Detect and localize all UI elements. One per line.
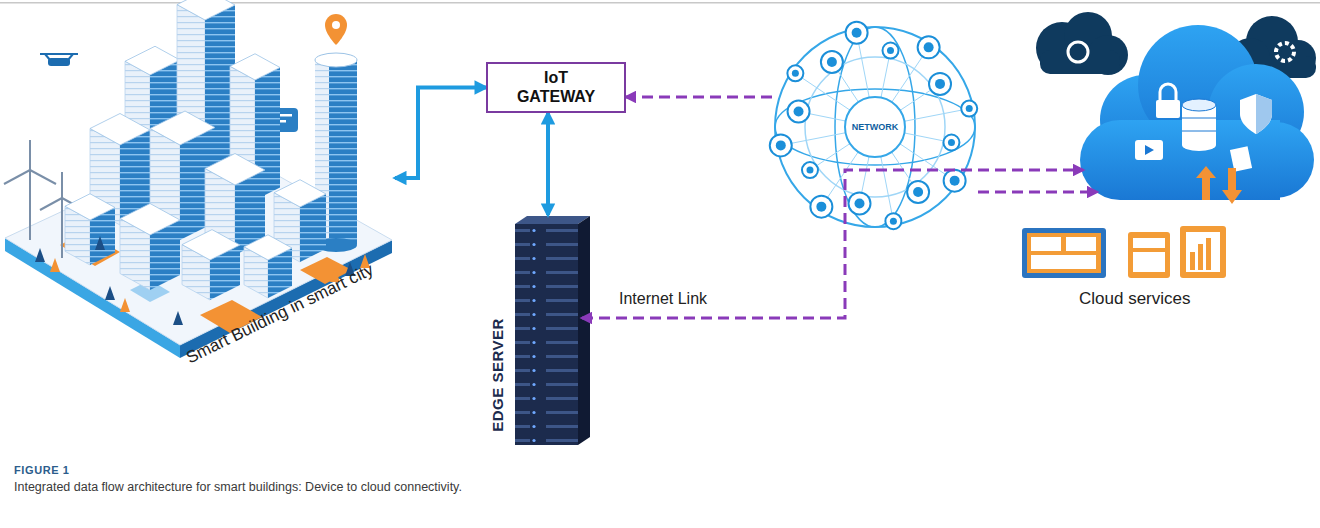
network-globe-illustration: [770, 22, 977, 229]
building-face: [35, 248, 45, 262]
node-label: Smart Building in smart city: [183, 260, 377, 368]
edge-label: Internet Link: [616, 290, 710, 308]
network-icon-dot: [852, 28, 862, 38]
building-face: [274, 180, 326, 207]
network-icon: [961, 101, 977, 117]
network-icon-dot: [966, 105, 973, 112]
network-icon: [882, 43, 898, 59]
city-illustration: [4, 0, 392, 358]
smart-building: Smart Building in smart city: [10, 40, 395, 400]
network-icon-dot: [935, 79, 945, 89]
node-label: Cloud services: [1079, 289, 1191, 309]
network-icon: [787, 65, 803, 81]
building-face: [230, 54, 280, 80]
building-face: [244, 235, 292, 260]
network-icon: [885, 213, 901, 229]
network-icon-dot: [924, 42, 934, 52]
network-icon-dot: [806, 167, 813, 174]
network-icon: [846, 22, 868, 44]
gateway-box: IoT GATEWAY: [486, 62, 626, 113]
network-icon-dot: [855, 198, 865, 208]
network-icon: [770, 134, 792, 156]
network-icon: [918, 36, 940, 58]
figure-number: FIGURE 1: [14, 464, 70, 476]
network-icon: [810, 196, 832, 218]
network-icon: [802, 162, 818, 178]
building-face: [50, 258, 60, 272]
building-face: [182, 230, 240, 260]
edge-server: EDGE SERVER: [482, 215, 582, 447]
building-face: [90, 114, 150, 146]
network-icon-dot: [776, 140, 786, 150]
network-icon-dot: [816, 202, 826, 212]
data-arrow: [395, 88, 486, 179]
building-face: [95, 236, 105, 250]
building-face: [125, 46, 180, 75]
building-face: [177, 0, 235, 20]
building-face: [120, 298, 130, 312]
building-face: [173, 311, 183, 325]
network-icon-dot: [887, 47, 894, 54]
network-icon: [821, 51, 843, 73]
cloud-illustration: [1022, 12, 1316, 278]
network-icon-dot: [827, 57, 837, 67]
server-illustration: [515, 216, 590, 445]
dashed-link: [626, 96, 772, 99]
node-label: NETWORK: [852, 122, 899, 132]
network-icon: [849, 192, 871, 214]
building-face: [150, 111, 215, 145]
network-icon-dot: [890, 218, 897, 225]
network-icon: [943, 134, 959, 150]
figure-caption: Integrated data flow architecture for sm…: [14, 480, 1304, 494]
network-icon: [929, 73, 951, 95]
network-globe: NETWORK: [772, 22, 978, 232]
gateway-label: IoT GATEWAY: [510, 69, 602, 106]
data-arrow: [546, 113, 550, 215]
node-label: EDGE SERVER: [489, 318, 506, 432]
cloud-services: Cloud services: [1005, 5, 1315, 320]
building-face: [105, 286, 115, 300]
building-face: [205, 154, 265, 186]
dashed-link: [978, 191, 1097, 194]
network-icon-dot: [948, 139, 955, 146]
network-icon-dot: [792, 70, 799, 77]
network-icon-dot: [913, 187, 923, 197]
building-face: [120, 204, 180, 236]
building-face: [65, 194, 115, 220]
network-icon: [907, 181, 929, 203]
network-icon-dot: [950, 176, 960, 186]
network-icon-dot: [794, 107, 804, 117]
network-icon: [788, 101, 810, 123]
network-hub: [845, 97, 905, 157]
network-icon: [944, 170, 966, 192]
dashed-link: [582, 170, 1083, 318]
